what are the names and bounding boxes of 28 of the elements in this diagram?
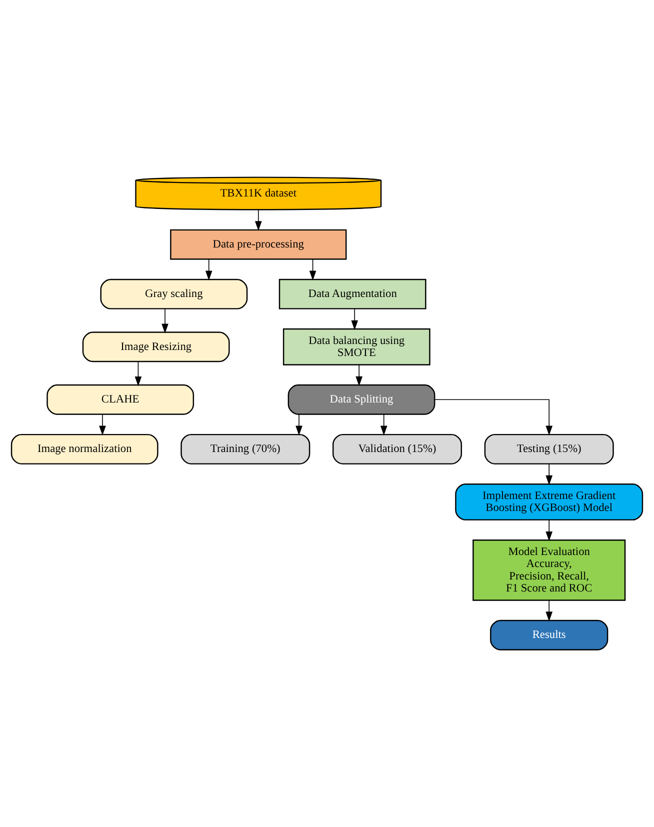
arrow	[351, 308, 358, 330]
arrow	[380, 414, 388, 436]
arrow	[546, 519, 552, 542]
node-box: CLAHE	[46, 384, 194, 415]
node-box: Data Augmentation	[278, 278, 426, 310]
node-box: Data balancing using SMOTE	[282, 328, 430, 366]
node-box: Results	[490, 620, 608, 650]
node-box: Data Splitting	[288, 384, 436, 415]
arrow	[546, 600, 552, 622]
node-box: Testing (15%)	[484, 434, 614, 464]
node-box: Image normalization	[10, 434, 158, 464]
arrow	[134, 361, 142, 386]
node-box: Gray scaling	[100, 278, 248, 310]
arrow	[254, 209, 262, 231]
arrow	[309, 259, 316, 280]
arrow	[162, 308, 168, 334]
node-box: Implement Extreme Gradient Boosting (XGBoost) Model	[455, 484, 644, 520]
arrow	[296, 414, 302, 436]
node-box: Image Resizing	[82, 332, 230, 362]
arrow	[356, 364, 362, 386]
arrow	[99, 414, 106, 436]
arrow	[205, 259, 212, 280]
arrow	[546, 463, 552, 486]
node-box: Validation (15%)	[332, 434, 462, 464]
node-box: Data pre-processing	[170, 229, 347, 260]
node-box: Model Evaluation Accuracy, Precision, Recall, F1 Score and ROC	[472, 540, 626, 601]
node-box: Training (70%)	[180, 434, 310, 464]
arrow	[434, 399, 552, 436]
